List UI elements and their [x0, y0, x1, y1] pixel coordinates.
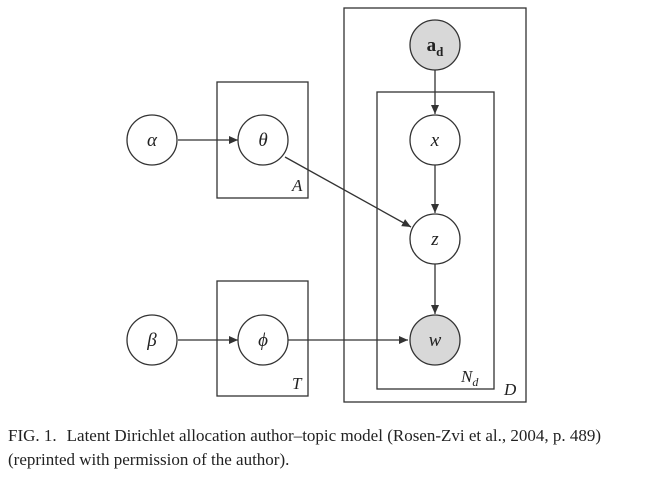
node-theta: θ [237, 114, 289, 166]
node-phi: ϕ [237, 314, 289, 366]
node-theta-circle [237, 114, 289, 166]
caption-text: Latent Dirichlet allocation author–topic… [8, 426, 602, 469]
author-topic-model-diagram: α θ β ϕ ad x z w A T D Nd [126, 7, 527, 403]
node-ad-main: a [427, 35, 437, 56]
node-phi-circle [237, 314, 289, 366]
plate-D [343, 7, 527, 403]
node-x: x [409, 114, 461, 166]
node-beta: β [126, 314, 178, 366]
node-beta-label: β [146, 330, 157, 351]
node-ad: ad [409, 19, 461, 71]
node-x-label: x [430, 130, 440, 151]
node-theta-label: θ [258, 130, 267, 151]
plate-D-label: D [503, 380, 517, 399]
node-x-circle [409, 114, 461, 166]
node-w: w [409, 314, 461, 366]
node-alpha-circle [126, 114, 178, 166]
plate-Nd-subscript: d [472, 375, 479, 389]
node-ad-subscript: d [436, 44, 444, 59]
node-alpha-label: α [147, 130, 158, 151]
figure-caption: FIG. 1.Latent Dirichlet allocation autho… [8, 424, 648, 472]
node-w-label: w [429, 330, 442, 351]
edge-theta-z [284, 156, 412, 228]
plate-Nd-label: Nd [460, 367, 479, 389]
node-z-circle [409, 213, 461, 265]
node-alpha: α [126, 114, 178, 166]
node-z: z [409, 213, 461, 265]
node-ad-label: ad [427, 35, 445, 59]
plate-A-label: A [291, 176, 303, 195]
plate-T-label: T [292, 374, 303, 393]
node-ad-circle [409, 19, 461, 71]
node-beta-circle [126, 314, 178, 366]
node-z-label: z [430, 229, 439, 250]
plate-Nd-main: N [460, 367, 474, 386]
plate-T [216, 280, 309, 397]
node-w-circle [409, 314, 461, 366]
caption-label: FIG. 1. [8, 426, 57, 445]
node-phi-label: ϕ [258, 330, 268, 351]
